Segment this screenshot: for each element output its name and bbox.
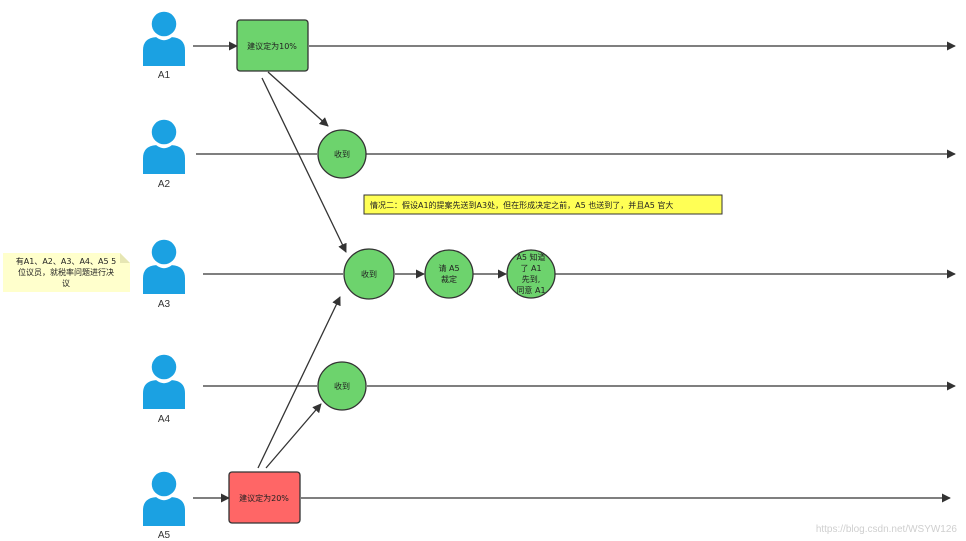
actor-label-a1: A1 — [158, 70, 171, 81]
node-a3-final: A5 知道 了 A1 先到, 同意 A1 — [506, 249, 556, 299]
node-a3-final-line1: A5 知道 — [516, 252, 545, 262]
proposal-a1: 建议定为10% — [236, 19, 309, 72]
actor-label-a3: A3 — [158, 299, 171, 310]
arrow-a5-to-a3 — [257, 296, 341, 469]
watermark: https://blog.csdn.net/WSYW126 — [816, 524, 958, 535]
actor-label-a2: A2 — [158, 179, 171, 190]
node-a3-final-line4: 同意 A1 — [516, 285, 545, 295]
side-note-fold — [120, 253, 130, 263]
person-icon — [143, 471, 185, 526]
node-a2-received-label: 收到 — [334, 149, 350, 159]
scenario-note-text: 情况二：假设A1的提案先送到A3处，但在形成决定之前，A5 也送到了，并且A5 … — [370, 200, 673, 210]
node-a4-received-label: 收到 — [334, 381, 350, 391]
node-a3-ask-line1: 请 A5 — [438, 263, 459, 273]
proposal-a5: 建议定为20% — [228, 471, 301, 524]
actor-label-a4: A4 — [158, 414, 171, 425]
side-note: 有A1、A2、A3、A4、A5 5 位议员，就税率问题进行决 议 — [3, 253, 130, 292]
person-icon — [143, 354, 185, 409]
node-a3-received: 收到 — [343, 248, 395, 300]
side-note-line2: 位议员，就税率问题进行决 — [18, 267, 114, 277]
arrow-a1-to-a3 — [261, 77, 347, 253]
proposal-a1-box — [236, 19, 309, 72]
proposal-a5-box — [228, 471, 301, 524]
node-a3-final-line3: 先到, — [522, 274, 541, 284]
person-icon — [143, 239, 185, 294]
node-a3-ask-a5: 请 A5 裁定 — [424, 249, 474, 299]
node-a3-ask-line2: 裁定 — [441, 274, 457, 284]
scenario-note: 情况二：假设A1的提案先送到A3处，但在形成决定之前，A5 也送到了，并且A5 … — [363, 194, 723, 215]
scenario-note-box — [363, 194, 723, 215]
proposal-a1-label: 建议定为10% — [247, 41, 297, 51]
side-note-line1: 有A1、A2、A3、A4、A5 5 — [16, 256, 116, 266]
actor-a4: A4 — [143, 354, 185, 425]
person-icon — [143, 11, 185, 66]
actor-label-a5: A5 — [158, 530, 171, 541]
node-a3-received-label: 收到 — [361, 269, 377, 279]
actor-a3: A3 — [143, 239, 185, 310]
side-note-line3: 议 — [62, 279, 70, 288]
actor-a1: A1 — [143, 11, 185, 81]
actor-a5: A5 — [143, 471, 185, 541]
arrow-a5-to-a4 — [265, 403, 322, 469]
proposal-a5-label: 建议定为20% — [239, 493, 289, 503]
node-a3-final-line2: 了 A1 — [520, 264, 541, 273]
actor-a2: A2 — [143, 119, 185, 190]
person-icon — [143, 119, 185, 174]
node-a4-received: 收到 — [317, 361, 367, 411]
arrow-a1-to-a2 — [267, 71, 329, 127]
side-note-box — [3, 253, 130, 292]
node-a2-received: 收到 — [317, 129, 367, 179]
